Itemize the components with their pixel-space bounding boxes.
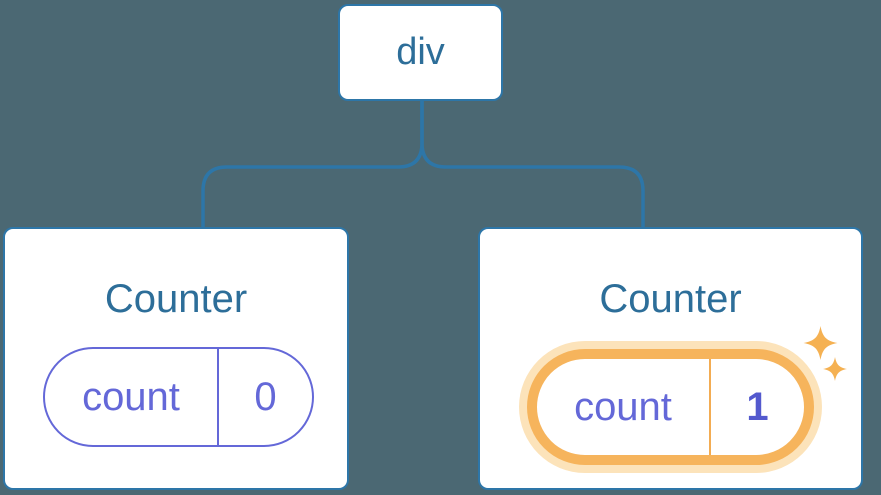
sparkle-large	[803, 326, 838, 360]
counter-node-left: Counter count 0	[3, 227, 349, 490]
pill-divider	[217, 349, 219, 445]
state-pill-highlighted: count 1	[527, 349, 814, 465]
state-value: 0	[254, 374, 277, 419]
connector-branch-right	[420, 100, 645, 228]
connector-branch-left	[201, 100, 424, 228]
pill-divider	[709, 359, 711, 455]
state-key-cell: count	[45, 349, 217, 445]
state-value-cell: 1	[711, 359, 804, 455]
root-node-label: div	[396, 31, 445, 73]
root-node-div: div	[338, 4, 503, 101]
state-value: 1	[746, 384, 769, 429]
state-key-cell: count	[537, 359, 709, 455]
state-pill: count 0	[43, 347, 314, 447]
counter-title: Counter	[599, 277, 742, 321]
state-value-cell: 0	[219, 349, 312, 445]
counter-node-right: Counter count 1	[478, 227, 863, 490]
state-key-label: count	[82, 374, 180, 419]
state-key-label: count	[574, 384, 672, 429]
sparkle-small	[823, 357, 847, 381]
sparkles-icon	[803, 326, 847, 381]
counter-title: Counter	[104, 277, 248, 321]
